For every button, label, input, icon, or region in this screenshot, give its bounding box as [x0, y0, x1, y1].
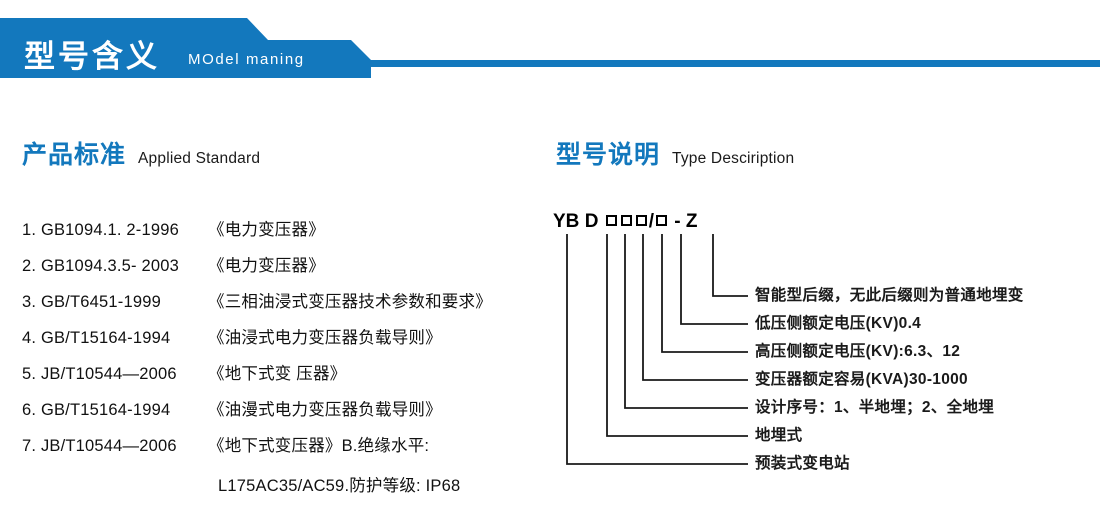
leader-line — [566, 234, 748, 465]
standard-title: 《电力变压器》 — [208, 257, 325, 275]
code-letter: Z — [685, 211, 698, 232]
standard-code: 6. GB/T15164-1994 — [22, 401, 171, 419]
standard-code: 4. GB/T15164-1994 — [22, 329, 171, 347]
banner-subtitle: MOdel maning — [188, 51, 305, 68]
leader-label: 预装式变电站 — [755, 455, 850, 472]
standard-title: 《油漫式电力变压器负载导则》 — [208, 401, 442, 419]
section-heading-type-description: 型号说明 Type Desciription — [556, 140, 794, 174]
leader-line — [624, 234, 748, 409]
standard-title: 《电力变压器》 — [208, 221, 325, 239]
standard-row: 5. JB/T10544—2006 《地下式变 压器》 — [22, 360, 542, 396]
leader-line — [680, 234, 748, 325]
leader-line — [642, 234, 748, 381]
standard-code: 7. JB/T10544—2006 — [22, 437, 177, 455]
leader-line — [606, 234, 748, 437]
standard-continuation: L175AC35/AC59.防护等级: IP68 — [218, 477, 461, 495]
leader-lines — [566, 234, 748, 465]
standard-title: 《地下式变 压器》 — [208, 365, 347, 383]
type-code-string: YB D / - Z — [553, 208, 697, 236]
standard-row: 6. GB/T15164-1994 《油漫式电力变压器负载导则》 — [22, 396, 542, 432]
banner-shape — [0, 18, 1100, 78]
type-code-diagram: YB D / - Z 智能型后缀，无此后缀则为普通地埋变低压侧额定电压(KV)0… — [545, 208, 1090, 478]
section-heading-cn: 产品标准 — [22, 141, 127, 169]
banner-title: 型号含义 — [24, 39, 160, 74]
standard-code: 1. GB1094.1. 2-1996 — [22, 221, 179, 239]
standard-title: 《地下式变压器》B.绝缘水平: — [208, 437, 430, 455]
code-placeholder-box — [605, 215, 617, 226]
leader-label: 低压侧额定电压(KV)0.4 — [755, 315, 922, 332]
standard-title: 《三相油浸式变压器技术参数和要求》 — [208, 293, 492, 311]
standard-row: 4. GB/T15164-1994 《油浸式电力变压器负载导则》 — [22, 324, 542, 360]
section-heading-cn: 型号说明 — [556, 141, 661, 169]
leader-label: 地埋式 — [755, 427, 803, 444]
banner-polygon — [0, 18, 1100, 78]
standard-row: 3. GB/T6451-1999 《三相油浸式变压器技术参数和要求》 — [22, 288, 542, 324]
standard-code: 3. GB/T6451-1999 — [22, 293, 161, 311]
standards-list: 1. GB1094.1. 2-1996《电力变压器》2. GB1094.3.5-… — [22, 216, 542, 504]
standard-row: 1. GB1094.1. 2-1996 《电力变压器》 — [22, 216, 542, 252]
section-heading-en: Type Desciription — [672, 150, 795, 167]
standard-code: 2. GB1094.3.5- 2003 — [22, 257, 179, 275]
standard-row: 7. JB/T10544—2006 《地下式变压器》B.绝缘水平: — [22, 432, 542, 468]
code-letter: YB — [553, 211, 580, 232]
leader-label: 智能型后缀，无此后缀则为普通地埋变 — [755, 287, 1024, 304]
code-letter: D — [584, 211, 599, 232]
leader-line — [712, 234, 748, 297]
standard-title: 《油浸式电力变压器负载导则》 — [208, 329, 442, 347]
section-heading-en: Applied Standard — [138, 150, 261, 167]
standard-code: 5. JB/T10544—2006 — [22, 365, 177, 383]
code-placeholder-box — [620, 215, 632, 226]
leader-label: 设计序号：1、半地埋；2、全地埋 — [755, 399, 995, 416]
leader-line — [661, 234, 748, 353]
leader-label: 变压器额定容易(KVA)30-1000 — [755, 371, 968, 388]
leader-label: 高压侧额定电压(KV):6.3、12 — [755, 343, 961, 360]
standard-row: 2. GB1094.3.5- 2003 《电力变压器》 — [22, 252, 542, 288]
header-banner: 型号含义 MOdel maning — [0, 18, 1100, 78]
code-placeholder-box — [655, 215, 667, 226]
code-spacer — [598, 208, 603, 236]
code-letter: / — [648, 211, 654, 232]
code-placeholder-box — [635, 215, 647, 226]
code-letter: - — [674, 211, 681, 232]
section-heading-applied-standard: 产品标准 Applied Standard — [22, 140, 260, 174]
